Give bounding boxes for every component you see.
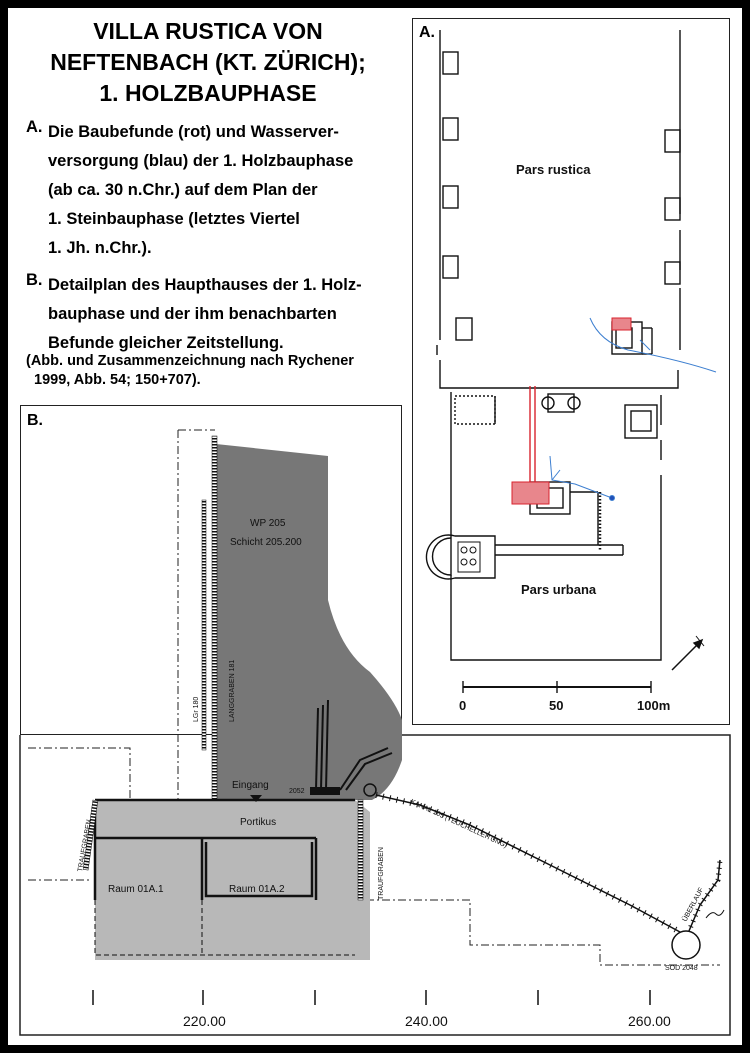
caption-line: bauphase und der ihm benachbarten (48, 305, 337, 323)
title-line-2: NEFTENBACH (KT. ZÜRICH); (50, 49, 366, 75)
caption-item-label: B. (26, 271, 43, 289)
lgr-180-label: LGr 180 (193, 697, 200, 722)
caption-line: Die Baubefunde (rot) und Wasserver- (48, 123, 339, 141)
title-line-1: VILLA RUSTICA VON (93, 18, 323, 44)
portikus-label: Portikus (240, 817, 276, 828)
caption-item-a: A. Die Baubefunde (rot) und Wasserver- v… (26, 118, 402, 263)
axis-label-260: 260.00 (628, 1013, 671, 1029)
kanal-105-ticks (375, 792, 682, 935)
traufgraben-right-label: TRAUFGRABEN (378, 847, 385, 900)
eingang-label: Eingang (232, 780, 269, 791)
title-line-3: 1. HOLZBAUPHASE (99, 80, 317, 106)
kanal-105 (375, 794, 681, 933)
ueberlauf-ticks (683, 859, 723, 939)
pars-rustica-label: Pars rustica (516, 162, 591, 177)
detail-plan-lower-frame (19, 734, 731, 1036)
caption-list: A. Die Baubefunde (rot) und Wasserver- v… (26, 118, 402, 366)
caption-item-label: A. (26, 118, 43, 136)
caption-line: (ab ca. 30 n.Chr.) auf dem Plan der (48, 181, 318, 199)
schicht-label: Schicht 205.200 (230, 537, 302, 548)
panel-a-label: A. (419, 24, 435, 41)
lgr-180 (201, 499, 207, 751)
site-plan-panel: A. (412, 18, 730, 725)
source-line-1: (Abb. und Zusammenzeichnung nach Rychene… (26, 353, 354, 369)
caption-line: 1. Steinbauphase (letztes Viertel (48, 210, 300, 228)
main-house-walls (93, 798, 355, 900)
scale-bar (462, 681, 652, 693)
number-2052-label: 2052 (289, 788, 305, 795)
caption-item-b: B. Detailplan des Haupthauses der 1. Hol… (26, 271, 402, 358)
panel-b-label: B. (27, 412, 43, 429)
axis-label-220: 220.00 (183, 1013, 226, 1029)
wp-205-area (216, 444, 402, 800)
source-note: (Abb. und Zusammenzeichnung nach Rychene… (26, 352, 406, 390)
langgraben-label: LANGGRABEN 181 (229, 660, 236, 722)
wp-205-label: WP 205 (250, 518, 286, 529)
sod-2048-icon (671, 930, 701, 960)
well-icon (363, 783, 377, 797)
caption-line: versorgung (blau) der 1. Holzbauphase (48, 152, 354, 170)
pars-rustica-wall (436, 30, 681, 389)
scale-label-50: 50 (549, 698, 563, 713)
main-house (95, 800, 370, 960)
entrance-marker-icon (250, 795, 262, 802)
red-finds (511, 317, 632, 505)
raum-01a2-label: Raum 01A.2 (229, 884, 285, 895)
traufgraben-left-strip (82, 799, 99, 871)
langgraben-181 (211, 435, 218, 802)
sod-2048-label: SOD 2048 (665, 965, 698, 972)
raum-01a1-label: Raum 01A.1 (108, 884, 164, 895)
site-plan (425, 30, 717, 693)
scale-label-0: 0 (459, 698, 466, 713)
ueberlauf-label: ÜBERLAUF (681, 886, 706, 923)
gatehouse (454, 393, 658, 439)
ueberlauf-channel (685, 859, 721, 939)
ueberlauf-squiggle (705, 909, 725, 919)
caption-line: Befunde gleicher Zeitstellung. (48, 334, 284, 352)
scale-label-100m: 100m (637, 698, 670, 713)
kanal-105-label: KANAL 105 (TEUCHELLEITUNG) (409, 798, 508, 849)
page-title: VILLA RUSTICA VON NEFTENBACH (KT. ZÜRICH… (22, 16, 394, 109)
pars-urbana-label: Pars urbana (521, 582, 597, 597)
gullies (315, 699, 393, 791)
traufgraben-right-strip (357, 799, 364, 901)
threshold-2052 (310, 787, 340, 795)
pars-urbana-wall (425, 392, 662, 661)
main-house-dashed (94, 900, 355, 956)
water-supply (549, 317, 717, 501)
caption-line: 1. Jh. n.Chr.). (48, 239, 152, 257)
north-arrow-icon (671, 635, 705, 671)
axis-label-240: 240.00 (405, 1013, 448, 1029)
coordinate-axis (92, 990, 651, 1005)
source-line-2: 1999, Abb. 54; 150+707). (34, 372, 201, 388)
caption-line: Detailplan des Haupthauses der 1. Holz- (48, 276, 362, 294)
